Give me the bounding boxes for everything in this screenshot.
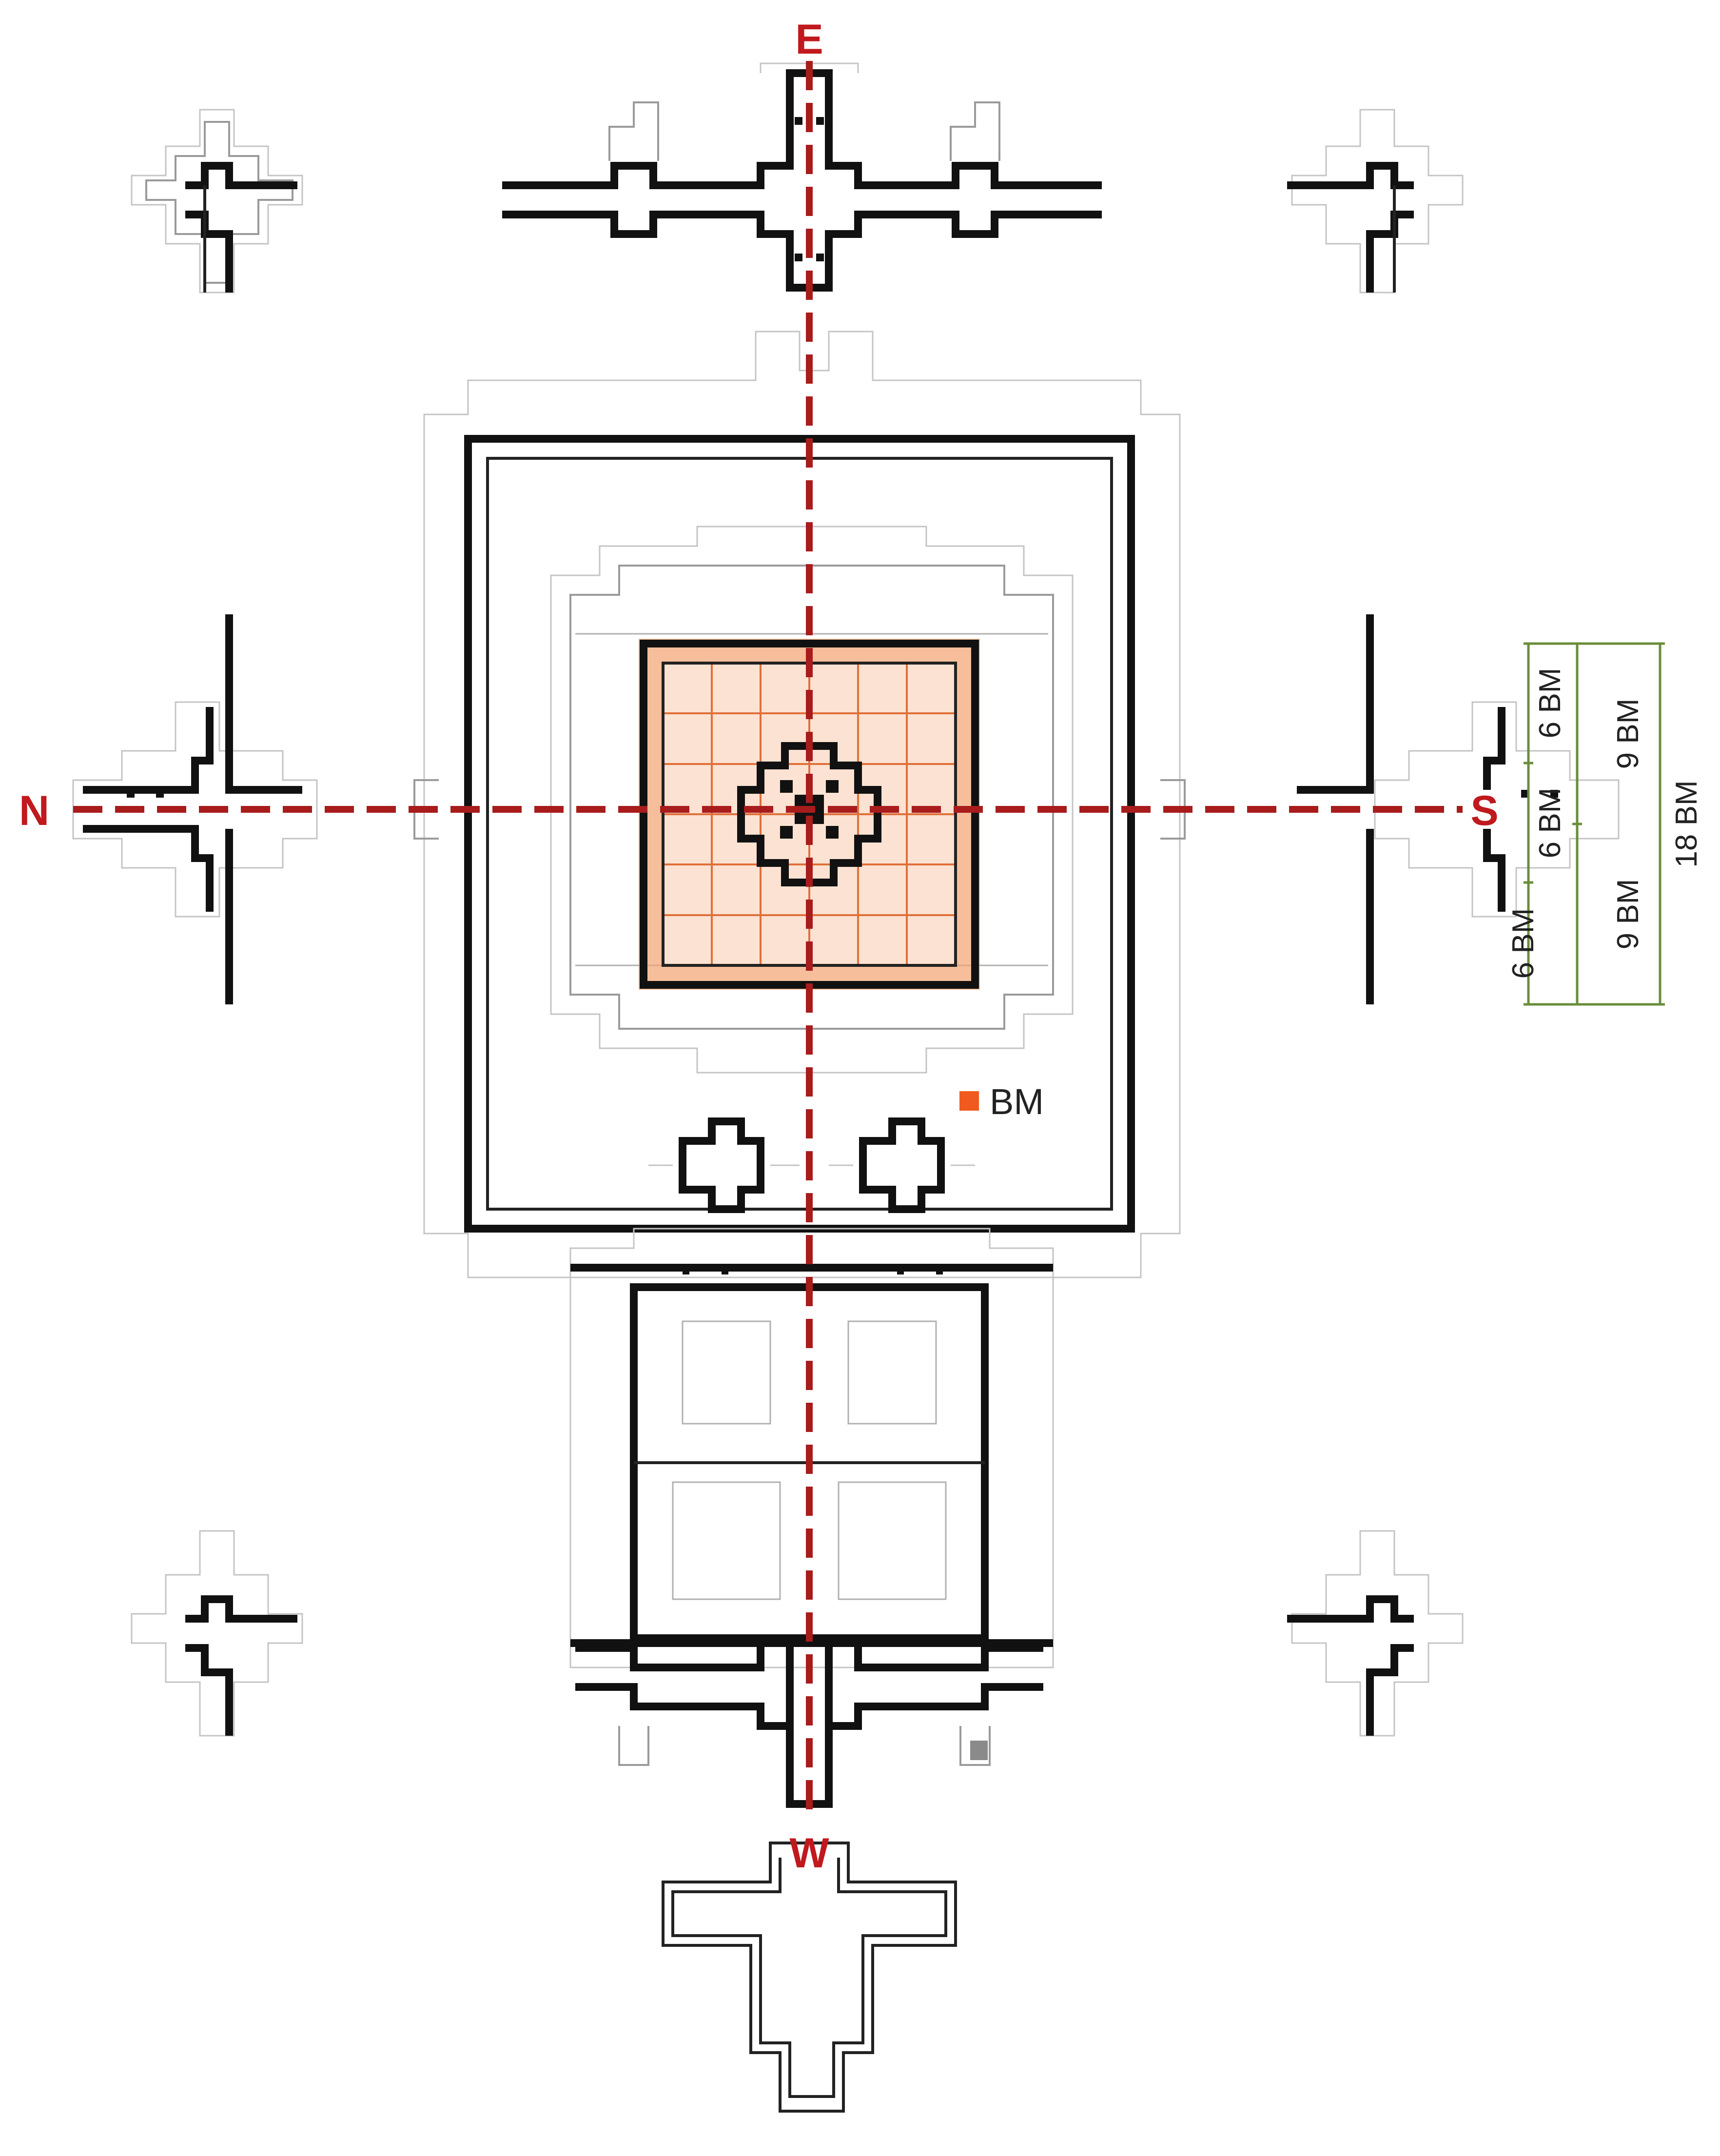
compass-label-south: S [1470,787,1498,834]
compass-label-north: N [19,787,49,834]
scale-label-6bm-1: 6 BM [1533,668,1567,739]
cruciform-terrace [662,1842,957,2113]
scale-label-9bm-1: 9 BM [1611,699,1645,769]
compass-label-east: E [795,16,823,63]
legend: BM [959,1081,1044,1122]
corner-pavilion-bottom-right [1287,1530,1464,1737]
bm-scale-bar: 6 BM 6 BM 6 BM 9 BM 9 BM 18 BM [1506,642,1703,1006]
south-outer-gateway [1297,614,1620,1004]
legend-swatch [959,1091,979,1111]
scale-label-6bm-3: 6 BM [1506,908,1540,979]
corner-pavilion-top-right [1287,109,1464,294]
legend-label: BM [990,1081,1044,1122]
compass-label-west: W [789,1830,829,1877]
axes [73,61,1463,1821]
column-piers [127,117,1558,1760]
north-outer-gateway [72,614,318,1004]
scale-label-6bm-2: 6 BM [1533,788,1567,859]
corner-pavilion-bottom-left [131,1530,303,1737]
libraries [648,1117,975,1213]
scale-label-9bm-2: 9 BM [1611,879,1645,950]
scale-label-18bm: 18 BM [1670,780,1703,867]
corner-pavilion-top-left [131,109,303,294]
